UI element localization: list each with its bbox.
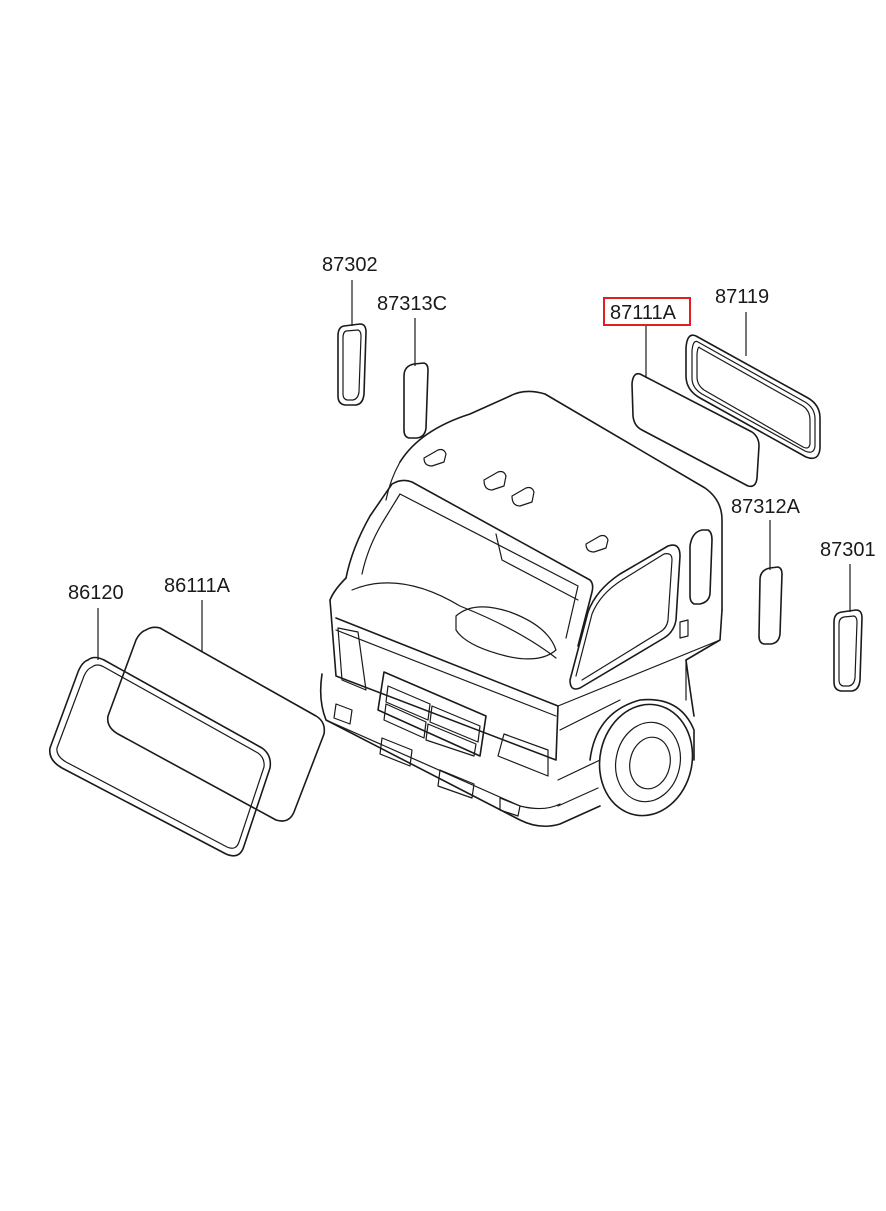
part-87119-weatherstrip[interactable] [685,334,821,460]
truck-cab-illustration [319,390,723,828]
label-86111a[interactable]: 86111A [164,575,231,597]
label-87301[interactable]: 87301 [820,539,876,561]
label-87111a[interactable]: 87111A [610,302,677,324]
label-86120[interactable]: 86120 [68,582,124,604]
part-87111a-glass[interactable] [631,372,760,488]
part-86120-weatherstrip[interactable] [48,656,272,857]
label-87312a[interactable]: 87312A [731,496,801,518]
label-87313c[interactable]: 87313C [377,293,447,315]
leader-lines [97,280,851,660]
part-86111a-glass[interactable] [106,626,326,822]
label-87302[interactable]: 87302 [322,254,378,276]
highlight-box-87111a [603,297,691,326]
part-87301-weatherstrip[interactable] [833,609,863,692]
part-87313c-glass[interactable] [403,362,429,439]
label-87119[interactable]: 87119 [715,286,769,308]
part-87312a-glass[interactable] [758,566,783,645]
part-87302-weatherstrip[interactable] [337,323,367,406]
